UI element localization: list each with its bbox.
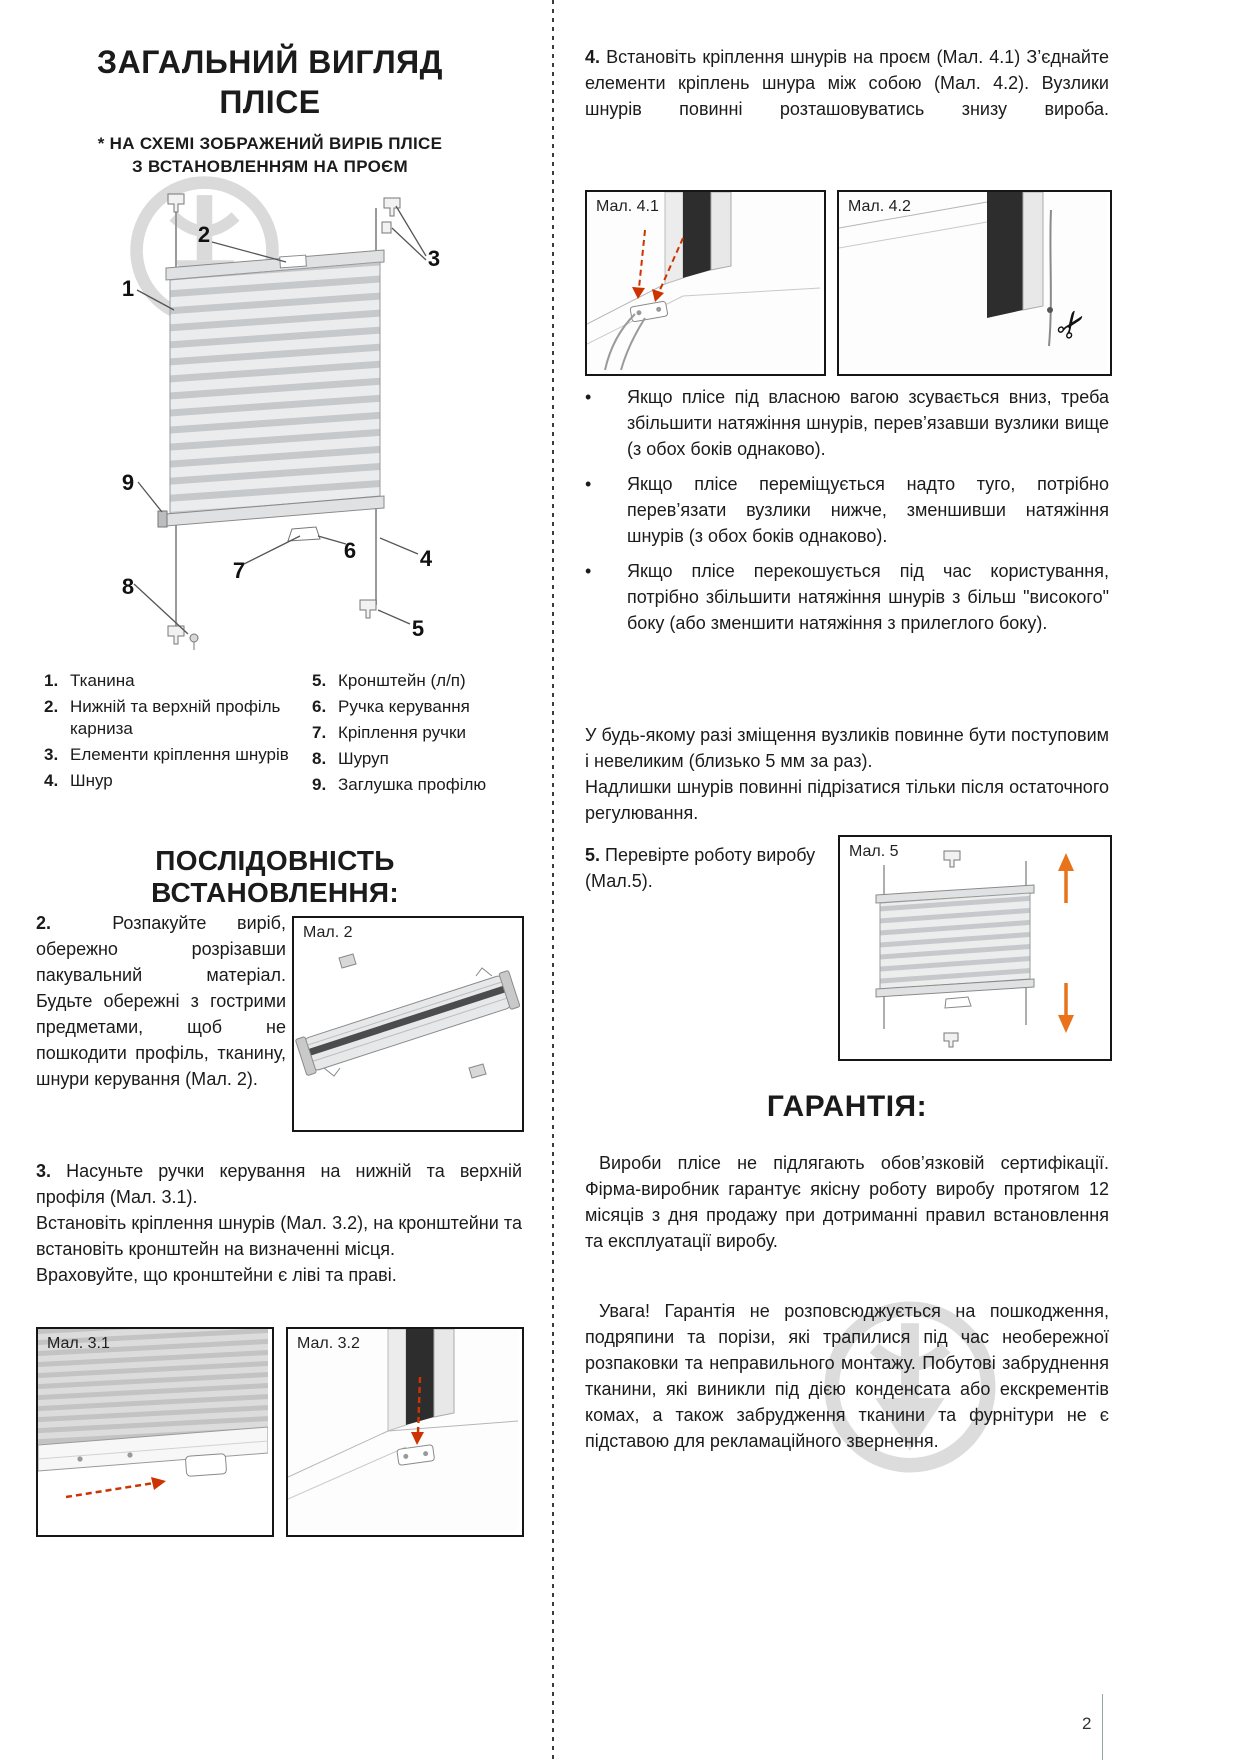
legend-item: 5.Кронштейн (л/п) [312,671,466,690]
legend-item: 9.Заглушка профілю [312,775,487,794]
figure-3-2: Мал. 3.2 [286,1327,524,1537]
diagram-callout-2: 2 [198,222,210,247]
figure-label: Мал. 4.2 [848,198,911,215]
legend-item: 3.Елементи кріплення шнурів [44,745,289,764]
diagram-callout-5: 5 [412,616,424,641]
adjustment-note: У будь-якому разі зміщення вузликів пови… [585,725,1109,823]
figure-label: Мал. 3.1 [47,1335,110,1352]
legend-item: 4.Шнур [44,771,113,790]
diagram-callout-4: 4 [420,546,433,571]
warranty-paragraph-1: Вироби плісе не підлягають обов’язковій … [585,1153,1109,1251]
step-3-text: 3. Насуньте ручки керування на нижній та… [36,1161,522,1285]
figure-label: Мал. 4.1 [596,198,659,215]
legend-item: 7.Кріплення ручки [312,723,466,742]
parts-legend-col1: 1.Тканина 2.Нижній та верхній профіль ка… [44,670,292,796]
figure-4-2: Мал. 4.2 ✂ [837,190,1112,376]
figure-label: Мал. 3.2 [297,1335,360,1352]
diagram-callout-3: 3 [428,246,440,271]
legend-item: 6.Ручка керування [312,697,470,716]
bullet-icon: • [585,561,592,581]
diagram-callout-9: 9 [122,470,134,495]
figure-label: Мал. 5 [849,843,899,860]
page-corner-line [1102,1694,1103,1760]
blind-overview-diagram: 1 2 3 4 5 6 7 8 9 [40,180,540,665]
figure-5: Мал. 5 [838,835,1112,1061]
warranty-paragraph-2: Увага! Гарантія не розповсюджується на п… [585,1301,1109,1451]
section-heading-installation: ПОСЛІДОВНІСТЬ ВСТАНОВЛЕННЯ: [151,845,399,908]
parts-legend-col2: 5.Кронштейн (л/п) 6.Ручка керування 7.Кр… [312,670,540,800]
legend-item: 1.Тканина [44,671,135,690]
figure-4-1: Мал. 4.1 [585,190,826,376]
bullet-item: • Якщо плісе переміщується надто туго, п… [585,471,1109,549]
page-subtitle: * НА СХЕМІ ЗОБРАЖЕНИЙ ВИРІБ ПЛІСЕ З ВСТА… [97,134,443,176]
page-number: 2 [1082,1714,1092,1733]
legend-item: 8.Шуруп [312,749,389,768]
watermark-logo [815,1292,1005,1482]
diagram-callout-7: 7 [233,558,245,583]
page-title-line2: ПЛІСЕ [219,84,321,120]
step-5-text: 5. Перевірте роботу виробу (Мал.5). [585,845,816,891]
adjustment-tips-list: • Якщо плісе під власною вагою зсуваєтьс… [585,384,1109,645]
bullet-icon: • [585,474,592,494]
bullet-item: • Якщо плісе під власною вагою зсуваєтьс… [585,384,1109,462]
diagram-callout-6: 6 [344,538,356,563]
bullet-item: • Якщо плісе перекошується під час корис… [585,558,1109,636]
figure-label: Мал. 2 [303,924,353,941]
step-4-text: 4. Встановіть кріплення шнурів на проєм … [585,47,1109,119]
diagram-callout-8: 8 [122,574,134,599]
diagram-callout-1: 1 [122,276,134,301]
figure-2: Мал. 2 [292,916,524,1132]
bullet-icon: • [585,387,592,407]
legend-item: 2.Нижній та верхній профіль карниза [44,697,281,738]
column-divider [552,0,554,1760]
figure-3-1: Мал. 3.1 [36,1327,274,1537]
page-title-line1: ЗАГАЛЬНИЙ ВИГЛЯД [97,44,443,80]
page-title: ЗАГАЛЬНИЙ ВИГЛЯД ПЛІСЕ [30,42,510,122]
warranty-heading: ГАРАНТІЯ: [766,1090,928,1123]
step-2-text: 2. Розпакуйте виріб, обережно розрізавши… [36,913,286,1089]
